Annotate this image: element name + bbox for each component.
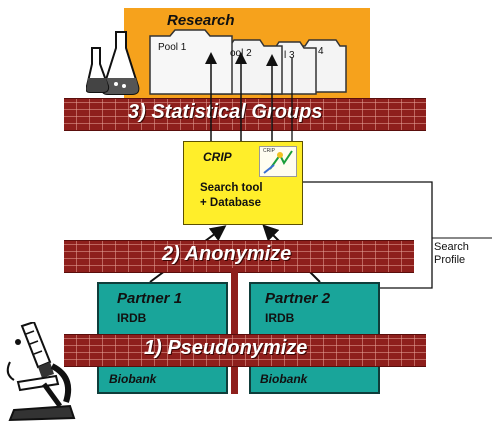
research-title: Research [167,12,235,29]
statistical-groups-band [64,98,426,131]
pseudonymize-band [64,334,426,367]
crip-description: Search tool + Database [200,181,263,211]
pool-1-label: Pool 1 [158,42,187,53]
search-profile-label: Search Profile [434,241,469,267]
lab-flask-icon [86,31,140,95]
center-divider [231,268,238,394]
crip-line-2: + Database [200,197,262,209]
anonymize-label: 2) Anonymize [162,243,292,265]
crip-title: CRIP [203,150,232,164]
partner-2-name: Partner 2 [265,290,331,307]
partner-1-irdb: IRDB [117,311,147,325]
anonymize-band [64,240,414,273]
crip-logo-text: CRIP [263,148,275,154]
crip-line-1: Search tool [200,182,263,194]
crip-logo-icon [259,146,297,177]
search-profile-line-1: Search [434,241,469,253]
microscope-icon [6,322,76,422]
pool-3-label: l 3 [284,50,295,61]
partner-1-biobank: Biobank [109,372,157,386]
search-profile-line-2: Profile [434,254,466,266]
statistical-groups-label: 3) Statistical Groups [128,101,323,123]
pseudonymize-label: 1) Pseudonymize [144,337,308,359]
search-profile-line [291,58,433,294]
pool-4-label: 4 [318,46,324,57]
partner-1-name: Partner 1 [117,290,183,307]
partner-2-irdb: IRDB [265,311,295,325]
partner-2-biobank: Biobank [260,372,308,386]
